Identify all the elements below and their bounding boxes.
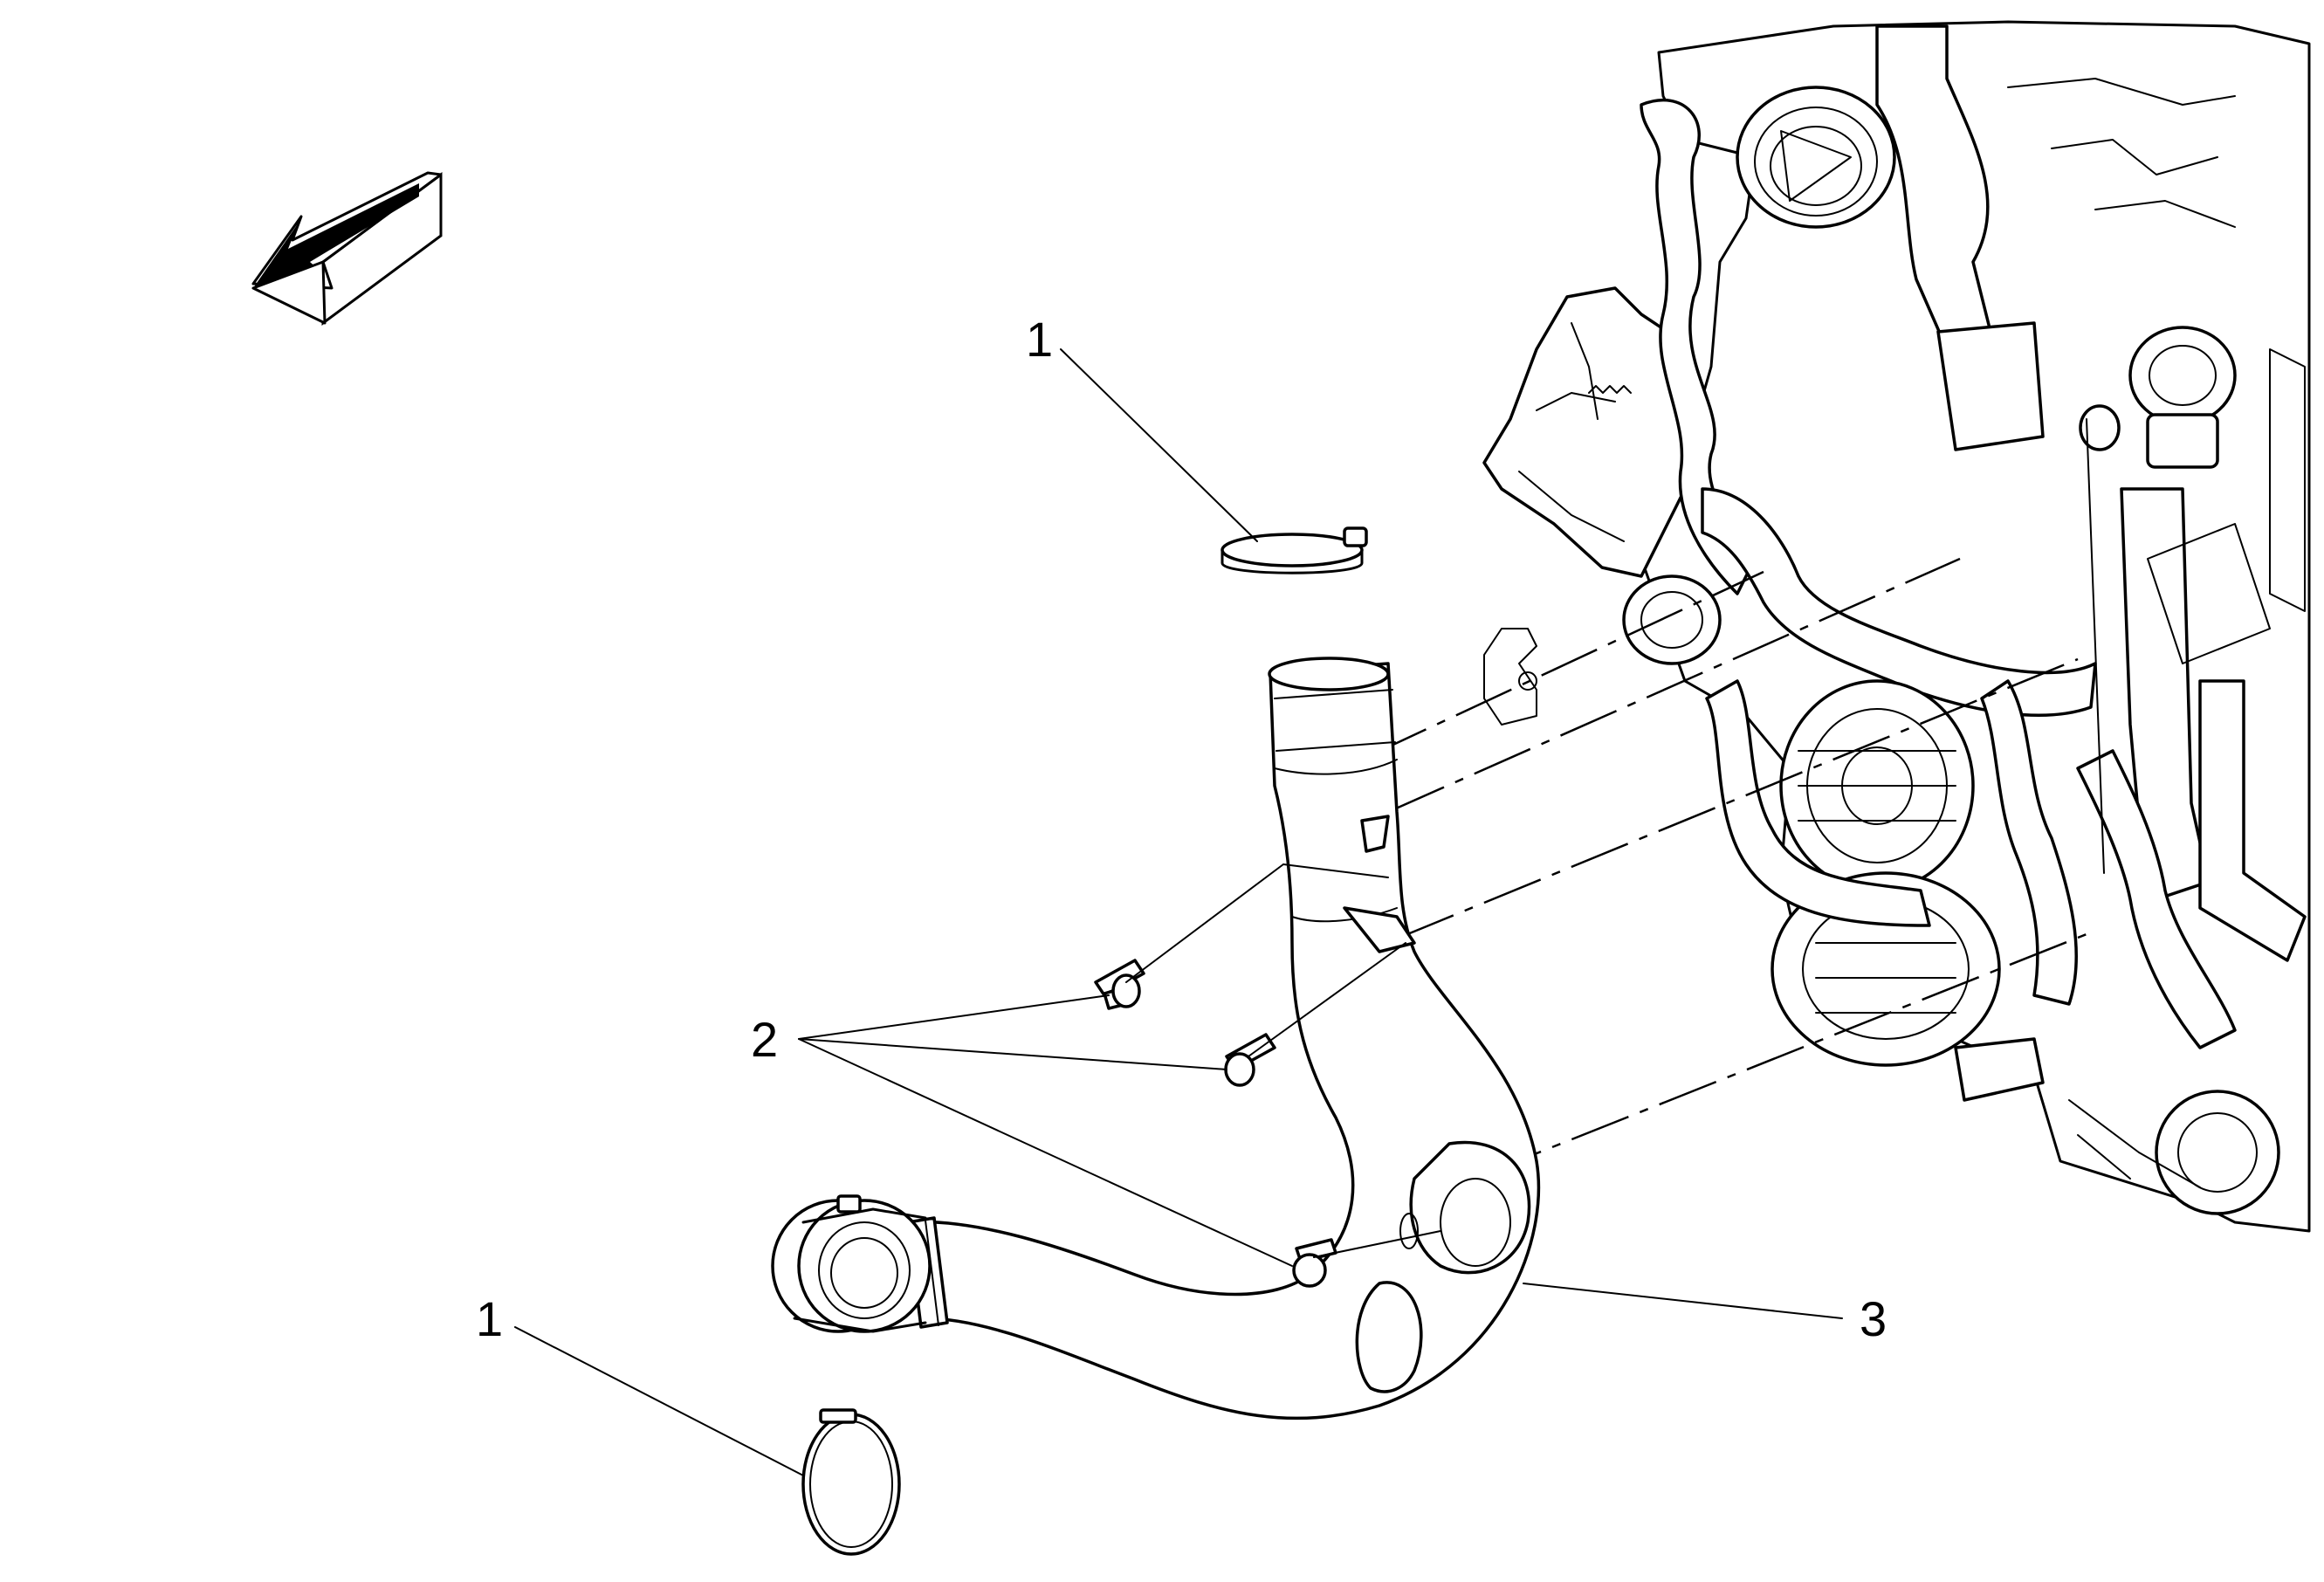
callout-clamp-upper: 1	[1026, 312, 1053, 367]
radiator-hose	[771, 657, 1541, 1420]
lower-hose-clamp	[801, 1408, 901, 1556]
upper-hose-clamp	[1220, 526, 1368, 574]
callout-clamp-lower: 1	[476, 1291, 503, 1346]
callout-labels: 1 2 1 3	[476, 312, 1887, 1346]
callout-bolts: 2	[751, 1012, 778, 1067]
bolts	[1094, 959, 1337, 1288]
front-direction-arrow-icon	[251, 171, 443, 326]
callout-leaders	[514, 348, 1843, 1476]
alignment-lines	[1370, 557, 2087, 1176]
engine-assembly	[1482, 20, 2311, 1233]
callout-hose: 3	[1860, 1291, 1887, 1346]
bolt-upper	[1094, 959, 1145, 1010]
bolt-lower	[1292, 1238, 1337, 1288]
